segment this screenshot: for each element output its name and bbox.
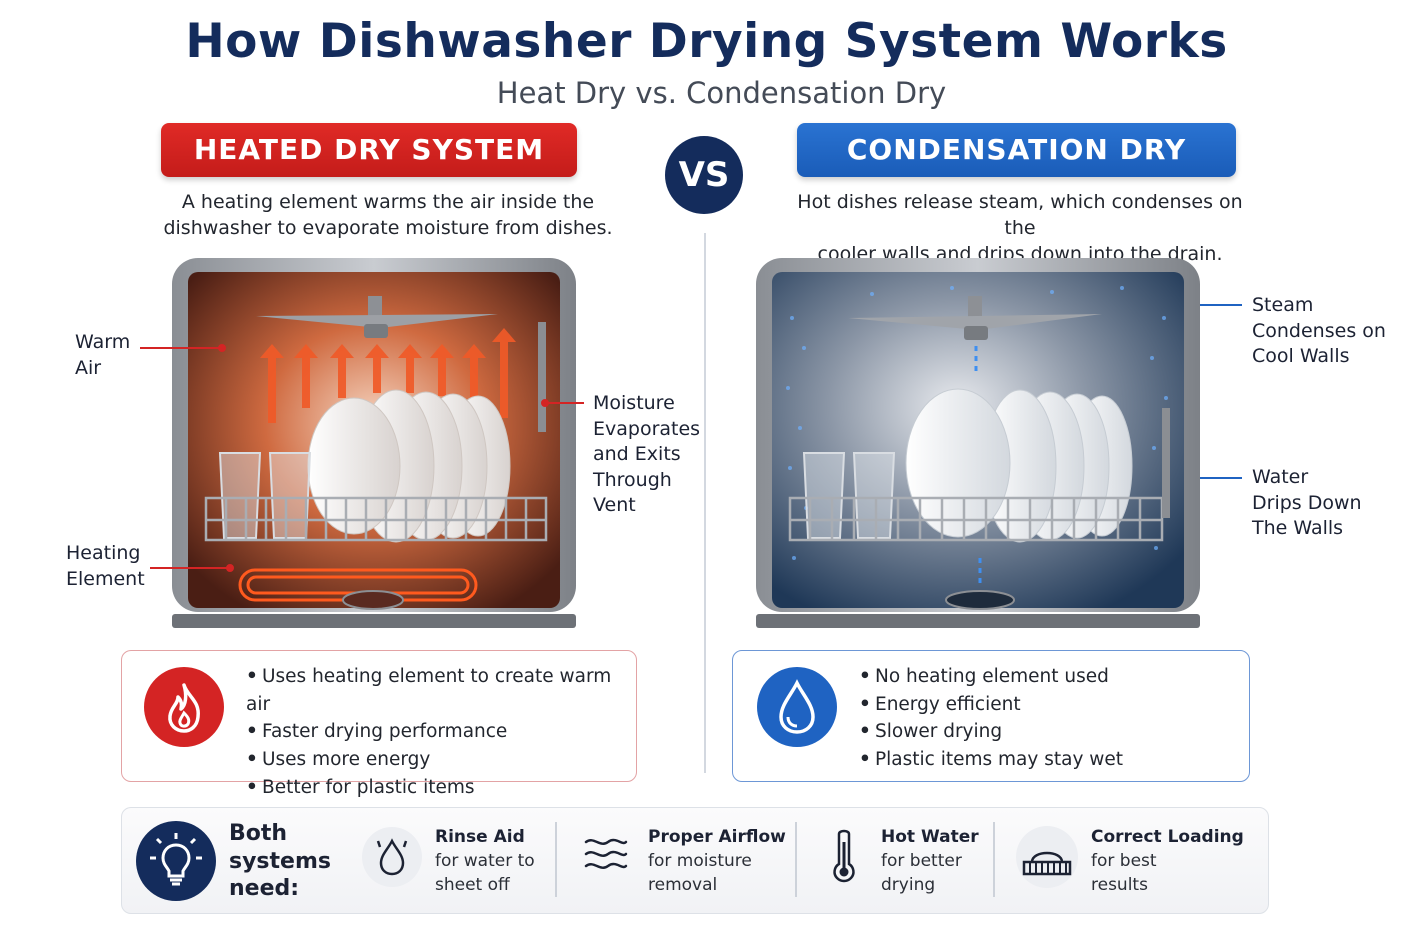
thermometer-icon bbox=[833, 829, 855, 883]
label-water-drips: Water Drips Down The Walls bbox=[1252, 466, 1362, 539]
heated-bullet-list: Uses heating element to create warm air … bbox=[246, 663, 636, 802]
condensation-droplets bbox=[786, 286, 1170, 560]
list-item: Uses heating element to create warm air bbox=[246, 663, 636, 718]
glasses bbox=[802, 452, 896, 539]
label-moisture-evaporates: Moisture Evaporates and Exits Through Ve… bbox=[593, 392, 701, 516]
center-divider bbox=[704, 233, 706, 773]
label-heating-element: Heating Element bbox=[66, 542, 145, 590]
water-drop-icon bbox=[757, 667, 837, 747]
page-subtitle: Heat Dry vs. Condensation Dry bbox=[496, 76, 947, 110]
dish-rack bbox=[788, 496, 1164, 542]
correct-loading-item: Correct Loading for best results bbox=[1091, 827, 1244, 895]
plates bbox=[307, 389, 511, 543]
heated-description: A heating element warms the air inside t… bbox=[163, 191, 613, 239]
both-systems-heading: Both systems need: bbox=[229, 821, 331, 901]
divider bbox=[555, 822, 557, 897]
condensation-dishwasher-illustration bbox=[756, 258, 1200, 628]
list-item: No heating element used bbox=[859, 663, 1123, 691]
rinse-aid-item: Rinse Aid for water to sheet off bbox=[435, 827, 535, 895]
heated-features-card: Uses heating element to create warm air … bbox=[121, 650, 637, 798]
list-item: Uses more energy bbox=[246, 746, 636, 774]
both-systems-need-bar bbox=[121, 807, 1269, 914]
dish-rack-icon bbox=[1016, 826, 1078, 888]
airflow-icon bbox=[584, 838, 628, 869]
drop-icon bbox=[362, 827, 422, 887]
vs-badge: VS bbox=[665, 136, 743, 214]
divider bbox=[993, 822, 995, 897]
divider bbox=[795, 822, 797, 897]
warm-air-arrows bbox=[260, 328, 516, 423]
proper-airflow-item: Proper Airflow for moisture removal bbox=[648, 827, 786, 895]
list-item: Slower drying bbox=[859, 718, 1123, 746]
flame-icon bbox=[144, 667, 224, 747]
list-item: Plastic items may stay wet bbox=[859, 746, 1123, 774]
condensation-bullet-list: No heating element used Energy efficient… bbox=[859, 663, 1123, 774]
condensation-dry-banner: CONDENSATION DRY SYSTEM bbox=[797, 123, 1236, 220]
condensation-description: Hot dishes release steam, which condense… bbox=[797, 191, 1243, 265]
heated-dry-banner: HEATED DRY SYSTEM bbox=[161, 123, 577, 177]
list-item: Energy efficient bbox=[859, 691, 1123, 719]
list-item: Better for plastic items bbox=[246, 774, 636, 802]
label-steam-condenses: Steam Condenses on Cool Walls bbox=[1252, 294, 1386, 367]
plates bbox=[905, 388, 1133, 543]
page-title: How Dishwasher Drying System Works bbox=[185, 14, 1228, 69]
condensation-features-card: No heating element used Energy efficient… bbox=[732, 650, 1250, 782]
label-warm-air: Warm Air bbox=[75, 331, 131, 379]
lightbulb-icon bbox=[136, 821, 216, 901]
heated-dishwasher-illustration bbox=[172, 258, 576, 628]
list-item: Faster drying performance bbox=[246, 718, 636, 746]
hot-water-item: Hot Water for better drying bbox=[881, 827, 979, 895]
dish-rack bbox=[204, 496, 548, 542]
